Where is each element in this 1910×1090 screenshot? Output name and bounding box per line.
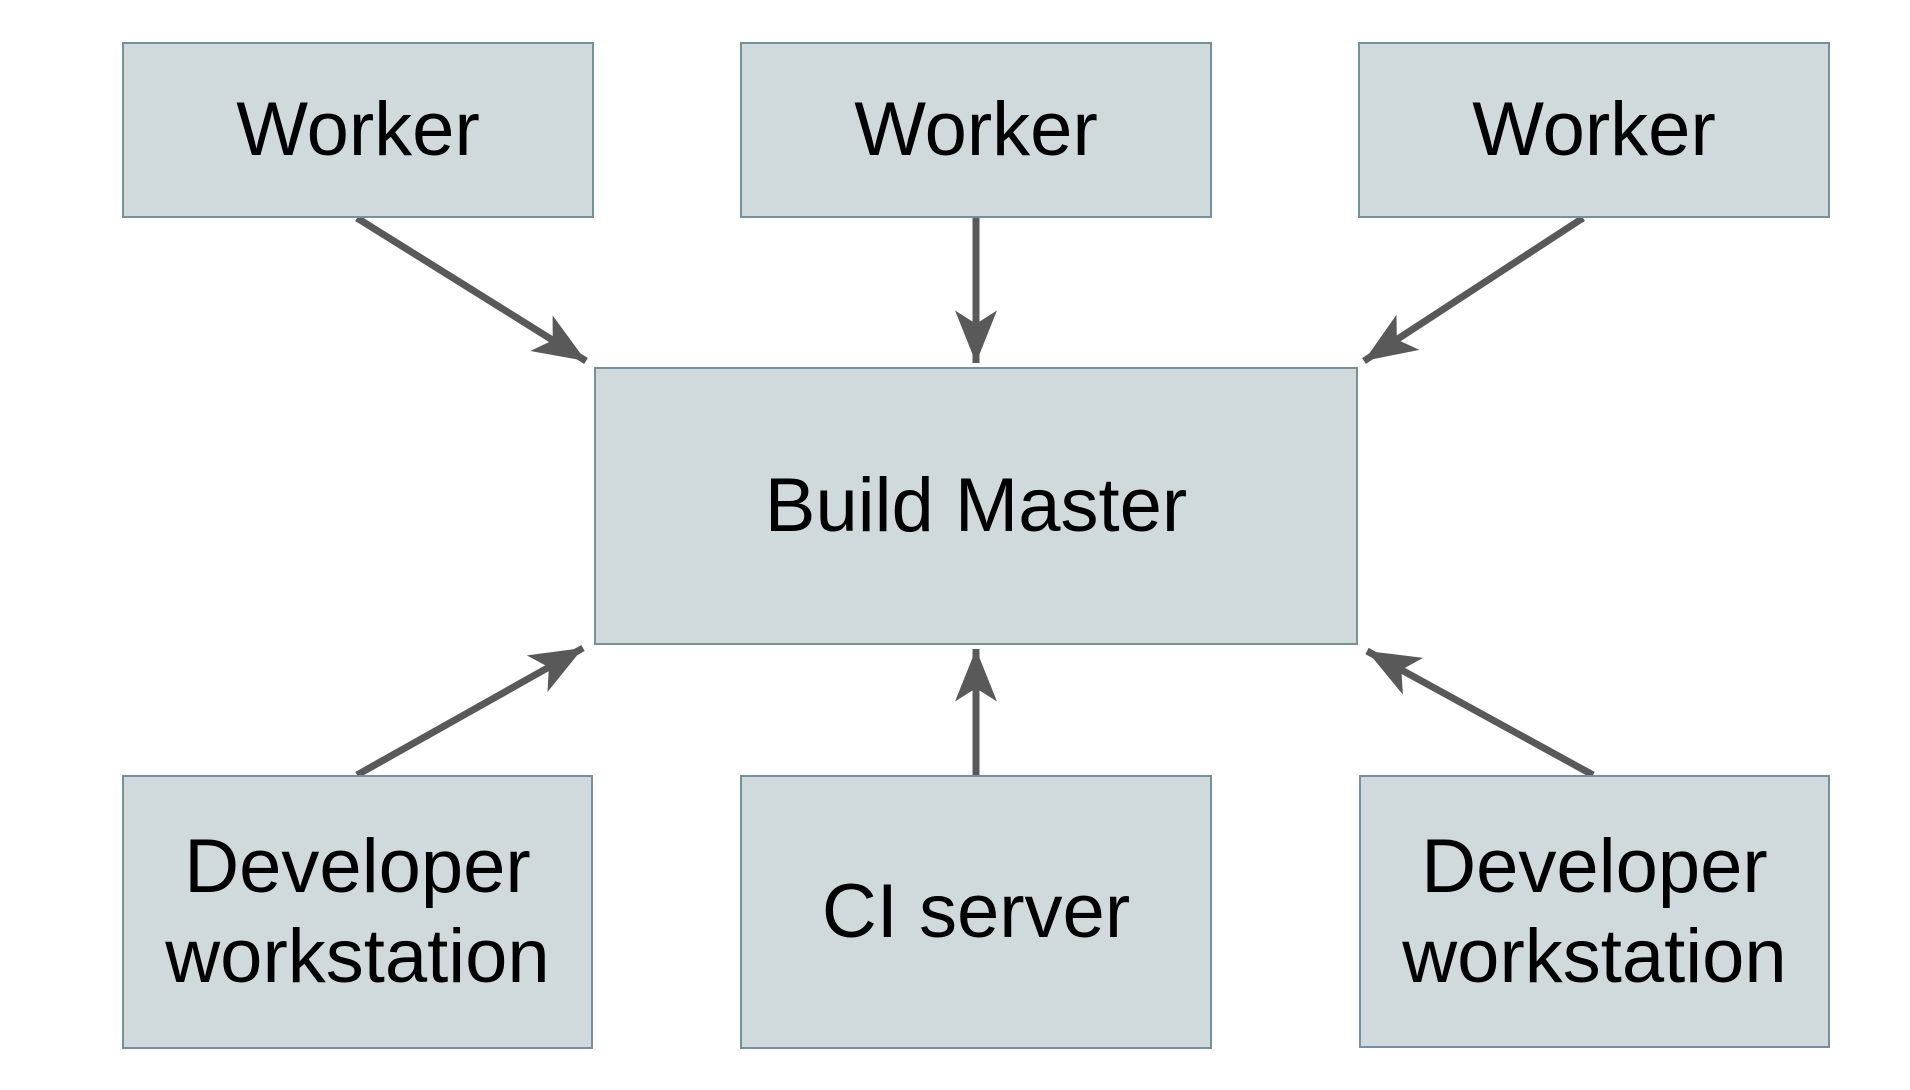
node-developer-workstation-1-label: Developer workstation	[165, 824, 550, 999]
node-worker-1: Worker	[122, 42, 594, 218]
node-developer-workstation-2: Developer workstation	[1359, 775, 1830, 1048]
node-worker-2: Worker	[740, 42, 1212, 218]
edge-worker-3-to-build-master	[1362, 215, 1585, 364]
node-developer-workstation-1: Developer workstation	[122, 775, 593, 1049]
node-worker-3-label: Worker	[1472, 87, 1716, 173]
node-build-master-label: Build Master	[764, 463, 1188, 549]
node-worker-1-label: Worker	[236, 87, 480, 173]
node-ci-server-label: CI server	[821, 869, 1131, 955]
edge-worker-1-to-build-master	[355, 215, 588, 364]
node-worker-2-label: Worker	[854, 87, 1098, 173]
node-worker-3: Worker	[1358, 42, 1830, 218]
edge-dev-workstation-2-to-build-master	[1365, 647, 1595, 779]
node-ci-server: CI server	[740, 775, 1212, 1049]
node-developer-workstation-2-label: Developer workstation	[1402, 823, 1787, 999]
edge-dev-workstation-1-to-build-master	[355, 644, 585, 779]
node-build-master: Build Master	[594, 367, 1358, 645]
